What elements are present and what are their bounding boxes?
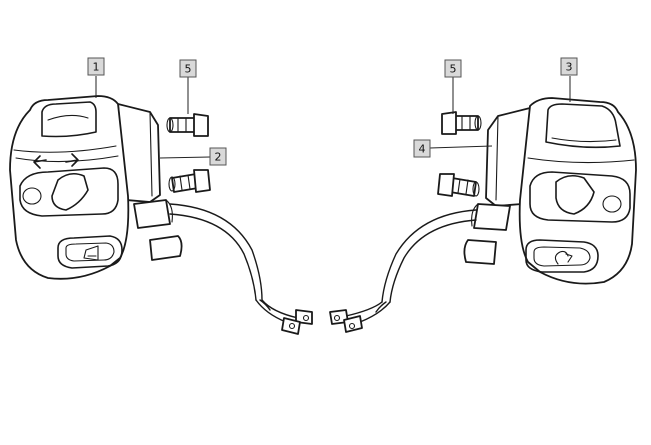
right-top-button — [545, 103, 621, 149]
right-connector — [463, 239, 497, 265]
left-terminal-b — [281, 317, 301, 335]
left-toggle-recess — [19, 167, 119, 217]
left-toggle-lever — [51, 172, 89, 211]
callout-2: 2 — [209, 147, 227, 166]
svg-text:4: 4 — [419, 143, 426, 156]
right-cable-grommet — [473, 203, 511, 231]
right-switch-housing — [518, 97, 637, 285]
svg-text:5: 5 — [185, 63, 192, 76]
horn-icon — [83, 245, 99, 261]
callout-leaders — [95, 76, 571, 159]
svg-text:1: 1 — [93, 61, 100, 74]
turn-signal-arrows-icon — [33, 153, 79, 169]
left-top-button — [41, 101, 97, 138]
callout-5-right: 5 — [444, 59, 462, 78]
left-connector — [149, 235, 183, 261]
left-screw-lower — [168, 169, 211, 193]
left-horn-button-recess — [57, 235, 123, 269]
callout-5-left: 5 — [179, 59, 197, 78]
starter-icon — [554, 250, 573, 265]
left-cable-grommet — [133, 199, 171, 229]
right-screw-upper — [441, 111, 482, 135]
right-handlebar-switch — [329, 97, 637, 333]
right-wire-harness — [329, 209, 477, 333]
callout-3: 3 — [560, 57, 578, 76]
left-wire-harness — [169, 203, 313, 335]
left-screw-upper — [166, 113, 209, 137]
left-handlebar-switch — [9, 95, 313, 335]
right-starter-button-recess — [525, 239, 599, 273]
callout-1: 1 — [87, 57, 105, 76]
callout-4: 4 — [413, 139, 431, 158]
right-screw-lower — [437, 173, 480, 197]
right-toggle-recess — [529, 171, 631, 223]
svg-text:5: 5 — [450, 63, 457, 76]
right-toggle-lever — [555, 174, 595, 215]
svg-text:2: 2 — [215, 151, 222, 164]
left-switch-housing — [9, 95, 130, 280]
svg-text:3: 3 — [566, 61, 573, 74]
